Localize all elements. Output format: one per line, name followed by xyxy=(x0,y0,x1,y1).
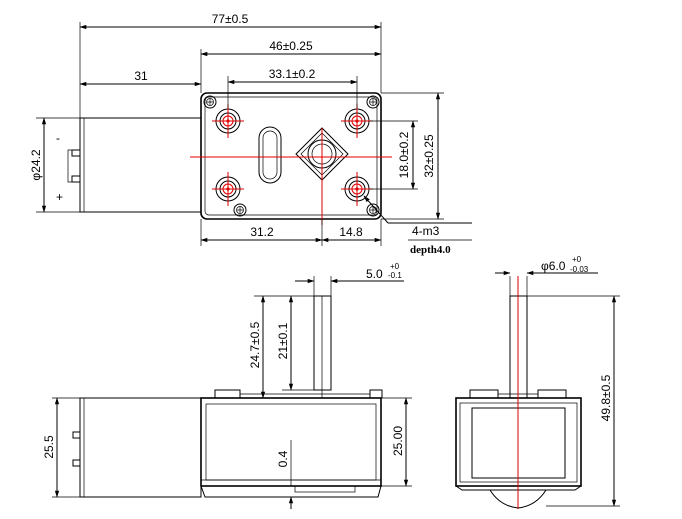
terminal-minus-label: - xyxy=(56,131,60,145)
dim-gearbox-height: 32±0.25 xyxy=(422,134,436,178)
screw-icon xyxy=(366,95,380,109)
slot xyxy=(258,126,282,184)
gearbox-body xyxy=(200,92,382,220)
dim-shaft-flat-tol-lower: -0.1 xyxy=(388,271,402,280)
terminal-plus-tab xyxy=(71,175,81,183)
dim-shaft-tol-upper: +0 xyxy=(572,255,582,264)
dim-shaft-tol-lower: -0.03 xyxy=(570,265,589,274)
dim-motor-length: 31 xyxy=(134,69,148,83)
side-motor xyxy=(72,397,202,498)
dim-motor-height: 25.5 xyxy=(42,435,56,459)
terminal-plus-label: + xyxy=(56,190,63,204)
dim-hole-spacing-y: 18.0±0.2 xyxy=(397,131,411,178)
dim-flange-thickness: 0.4 xyxy=(276,450,290,467)
dim-overall-length: 77±0.5 xyxy=(212,12,249,26)
end-view: φ6.0 +0 -0.03 49.8±0.5 xyxy=(455,255,620,509)
mounting-holes xyxy=(215,108,370,202)
motor-body xyxy=(67,117,202,213)
thread-depth: depth4.0 xyxy=(410,244,451,256)
screw-icon xyxy=(203,95,217,109)
dim-shaft-flat-tol-upper: +0 xyxy=(390,262,400,271)
dim-bottom-right: 14.8 xyxy=(339,225,363,239)
screw-icon xyxy=(233,203,247,217)
side-shaft xyxy=(313,295,332,398)
dim-total-height: 49.8±0.5 xyxy=(599,374,613,421)
dim-shaft-length: 24.7±0.5 xyxy=(248,321,262,368)
top-view: - + xyxy=(29,12,472,256)
terminal-minus-tab xyxy=(71,149,81,157)
dim-shaft-diameter: φ6.0 xyxy=(541,259,566,273)
dim-motor-diameter: φ24.2 xyxy=(29,149,43,180)
dim-gearbox-thickness: 25.00 xyxy=(391,426,405,456)
dim-gearbox-length: 46±0.25 xyxy=(269,39,313,53)
side-gearbox xyxy=(200,389,383,498)
dim-bottom-left: 31.2 xyxy=(250,225,274,239)
dim-hole-spacing-x: 33.1±0.2 xyxy=(269,67,316,81)
end-shaft xyxy=(509,276,528,509)
dim-flat-length: 21±0.1 xyxy=(276,322,290,359)
screw-heads xyxy=(203,95,380,217)
dim-shaft-flat-width: 5.0 xyxy=(366,267,383,281)
side-view: 5.0 +0 -0.1 24.7±0.5 21±0.1 25.5 0.4 25.… xyxy=(42,262,412,509)
thread-callout: 4-m3 xyxy=(412,224,440,238)
